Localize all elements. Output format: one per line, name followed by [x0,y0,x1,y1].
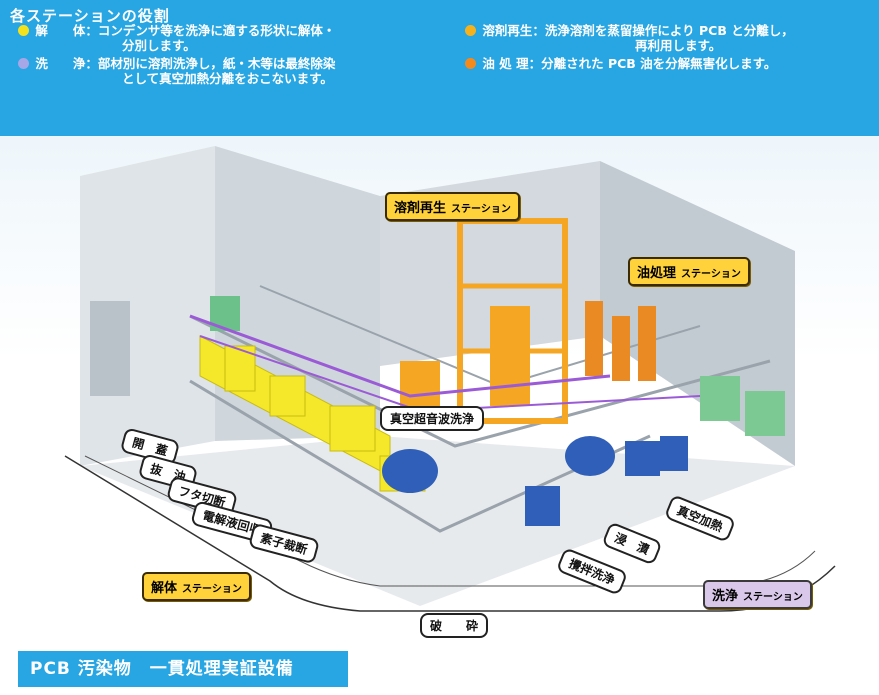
role-name: 洗 浄 [35,56,86,71]
station-label-main: 洗浄 [712,589,739,604]
green-tank [700,376,740,421]
wash-tank [660,436,688,471]
role-name: 油 処 理 [482,56,529,71]
role-dismantle: 解 体：コンデンサ等を洗浄に適する形状に解体・ 分別します。 [18,23,335,53]
role-name: 溶剤再生 [482,23,533,38]
purple-dot-icon [18,58,29,69]
wash-tank [525,486,560,526]
wash-tank [565,436,615,476]
role-desc-line1: 分離された PCB 油を分解無害化します。 [541,56,777,71]
solvent-tank [400,361,440,406]
station-label-main: 解体 [151,581,178,596]
station-label-dismantle: 解体ステーション [142,572,251,601]
station-label-sub: ステーション [182,584,242,595]
station-label-sub: ステーション [451,204,511,215]
right-wall [600,161,795,466]
station-label-main: 油処理 [637,266,677,281]
dismantle-machine [329,405,376,452]
role-desc-line1: コンデンサ等を洗浄に適する形状に解体・ [97,23,336,38]
footer-title: PCB 汚染物 一貫処理実証設備 [18,651,348,687]
oil-reactor [585,301,603,376]
process-crush: 破 砕 [420,613,489,638]
door [90,301,130,396]
floor [80,436,795,606]
role-desc-line2: 再利用します。 [635,38,722,53]
dimension-line [84,455,816,587]
orange-dot-icon [465,25,476,36]
station-label-sub: ステーション [743,592,803,603]
distillation-column [490,306,530,406]
header-panel: 各ステーションの役割 解 体：コンデンサ等を洗浄に適する形状に解体・ 分別します… [0,0,879,136]
frame-rail [189,314,771,448]
green-tank [745,391,785,436]
role-desc-line1: 洗浄溶剤を蒸留操作により PCB と分離し， [544,23,794,38]
oil-reactor [612,316,630,381]
header-title: 各ステーションの役割 [10,7,170,25]
process-vacuum-ultrasonic: 真空超音波洗浄 [380,406,485,431]
role-oil: 油 処 理：分離された PCB 油を分解無害化します。 [465,56,776,71]
role-desc-line2: 分別します。 [122,38,196,53]
yellow-dot-icon [18,25,29,36]
station-label-main: 溶剤再生 [394,201,447,216]
role-wash: 洗 浄：部材別に溶剤洗浄し，紙・木等は最終除染 として真空加熱分離をおこないます… [18,56,335,86]
role-name: 解 体 [35,23,86,38]
wash-tank [625,441,660,476]
pipe [189,314,611,398]
station-label-oil: 油処理ステーション [628,257,750,286]
dark-orange-dot-icon [465,58,476,69]
station-label-solvent: 溶剤再生ステーション [385,192,520,221]
role-desc-line1: 部材別に溶剤洗浄し，紙・木等は最終除染 [97,56,336,71]
solvent-tower-frame [457,218,568,424]
oil-reactor [638,306,656,381]
ultrasonic-washer [382,449,438,493]
role-solvent: 溶剤再生：洗浄溶剤を蒸留操作により PCB と分離し， 再利用します。 [465,23,794,53]
station-label-sub: ステーション [681,269,741,280]
role-desc-line2: として真空加熱分離をおこないます。 [122,71,333,86]
station-label-wash: 洗浄ステーション [703,580,812,609]
dismantle-machine [269,375,306,417]
plant-diagram: 溶剤再生ステーション 油処理ステーション 解体ステーション 洗浄ステーション 真… [0,136,879,695]
